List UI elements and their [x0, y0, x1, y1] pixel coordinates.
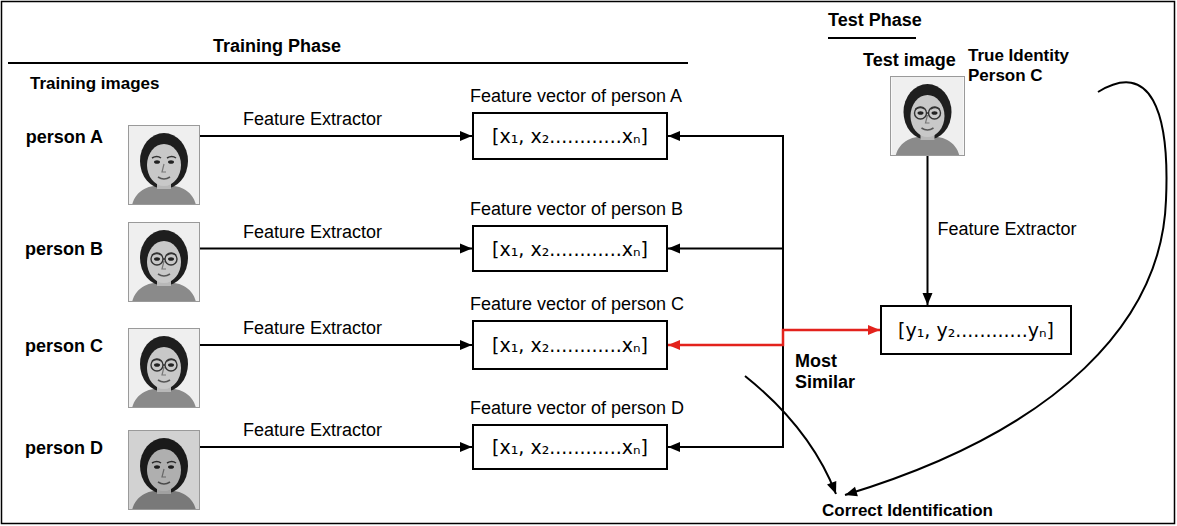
arrowhead	[845, 487, 858, 497]
arrowhead	[668, 442, 680, 452]
arrowhead	[460, 442, 472, 452]
leader-curve	[745, 376, 836, 494]
glasses	[151, 359, 177, 371]
face-image-frame: person B	[128, 222, 200, 302]
arrowhead	[460, 244, 472, 254]
arrowhead	[923, 293, 933, 305]
box-heading: Feature vector of person A	[470, 86, 682, 107]
edge-label: Feature Extractor	[243, 222, 382, 243]
glasses	[151, 253, 177, 265]
connector-line	[200, 344, 472, 346]
face-photo	[128, 222, 200, 302]
arrowhead	[668, 340, 680, 350]
phase-rule	[8, 62, 688, 64]
connector	[200, 131, 472, 141]
connector	[923, 156, 933, 305]
edge-label: Feature Extractor	[243, 109, 382, 130]
edge-label: Feature Extractor	[243, 318, 382, 339]
person-label: Test image	[863, 50, 956, 71]
person-label: person C	[25, 336, 103, 357]
vector-text: [x₁, x₂............xₙ]	[492, 436, 648, 458]
connector-line	[200, 248, 472, 250]
connector-line	[668, 330, 880, 447]
connector-line	[200, 135, 472, 137]
person-label: person B	[25, 239, 103, 260]
face-photo	[128, 328, 200, 408]
identity-note: True Identity Person C	[968, 46, 1098, 85]
person-label: person D	[25, 438, 103, 459]
connector	[668, 325, 880, 350]
connector-line	[668, 330, 880, 345]
box-heading: Feature vector of person B	[470, 199, 683, 220]
face-photo	[128, 125, 200, 205]
person-label: person A	[26, 127, 103, 148]
feature-vector-box: Feature vector of person C[x₁, x₂.......…	[472, 320, 668, 370]
result-label: Correct Identification	[822, 501, 993, 521]
connector-line	[927, 156, 929, 305]
face-photo	[892, 76, 964, 156]
arrowhead	[827, 481, 836, 494]
arrowhead	[668, 131, 680, 141]
glasses	[915, 107, 941, 119]
vector-text: [x₁, x₂............xₙ]	[492, 334, 648, 356]
arrowhead	[668, 244, 680, 254]
connector	[200, 442, 472, 452]
photo-shade	[128, 430, 200, 510]
face-image-frame: person D	[128, 430, 200, 510]
phase-rule	[828, 37, 916, 39]
phase-heading: Test Phase	[828, 10, 922, 31]
connector	[200, 244, 472, 254]
connector	[668, 330, 880, 452]
arrowhead	[460, 340, 472, 350]
feature-vector-box: [y₁, y₂............yₙ]	[880, 305, 1072, 355]
face-photo	[128, 430, 200, 510]
connector	[200, 340, 472, 350]
arrowhead	[460, 131, 472, 141]
feature-vector-box: Feature vector of person A[x₁, x₂.......…	[472, 112, 668, 160]
phase-heading: Training Phase	[213, 36, 341, 57]
face-image-frame: person C	[128, 328, 200, 408]
feature-vector-box: Feature vector of person D[x₁, x₂.......…	[472, 424, 668, 470]
connector-line	[200, 446, 472, 448]
edge-label: Feature Extractor	[938, 219, 1077, 240]
section-label: Training images	[30, 74, 159, 94]
box-heading: Feature vector of person D	[470, 398, 684, 419]
connector-line	[668, 249, 880, 331]
edge-label: Feature Extractor	[243, 420, 382, 441]
feature-vector-box: Feature vector of person B[x₁, x₂.......…	[472, 225, 668, 272]
connector	[668, 244, 880, 331]
edge-label: Most Similar	[795, 351, 870, 392]
connector	[668, 131, 880, 330]
box-heading: Feature vector of person C	[470, 294, 684, 315]
arrowhead	[868, 325, 880, 335]
vector-text: [y₁, y₂............yₙ]	[898, 319, 1054, 341]
connector-line	[668, 136, 880, 330]
face-image-frame: Test image	[890, 76, 965, 156]
face-image-frame: person A	[128, 125, 200, 205]
vector-text: [x₁, x₂............xₙ]	[492, 125, 648, 147]
leader-curve	[845, 82, 1166, 495]
vector-text: [x₁, x₂............xₙ]	[492, 238, 648, 260]
